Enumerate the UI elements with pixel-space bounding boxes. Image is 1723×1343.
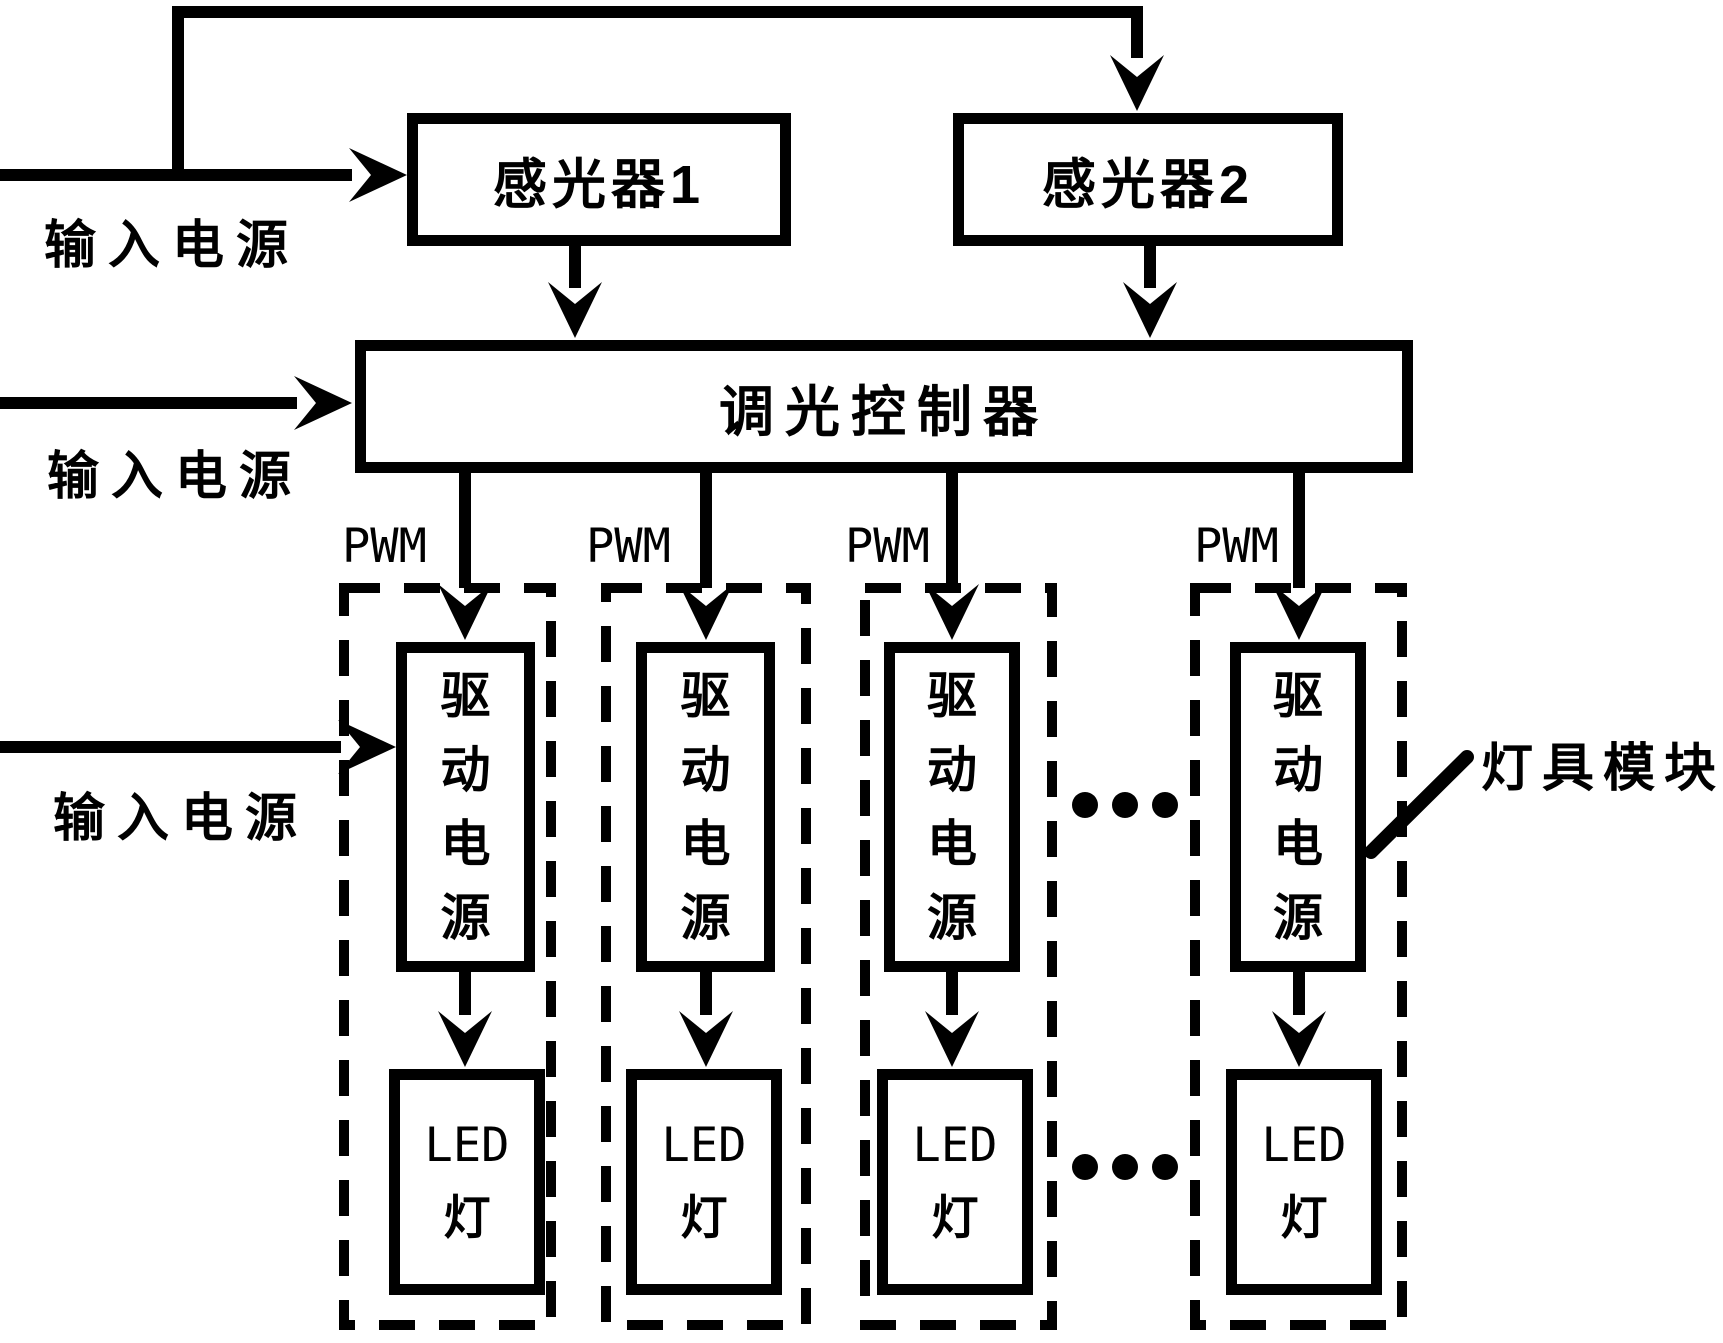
ellipsis-dots-upper — [1072, 792, 1178, 818]
driver-to-led-arrow-2 — [679, 972, 733, 1067]
pwm-label-1: PWM — [342, 519, 427, 574]
driver-to-led-arrow-1 — [438, 972, 492, 1067]
led-text: LED — [661, 1118, 747, 1173]
sensor1-label: 感光器1 — [492, 155, 706, 215]
dimming-controller-label: 调光控制器 — [718, 380, 1049, 443]
input-power-label-1: 输入电源 — [44, 217, 301, 275]
sensor1-to-controller-arrow — [548, 246, 602, 338]
driver-char: 驱 — [927, 668, 977, 724]
pwm-label-2: PWM — [586, 519, 671, 574]
lamp-char: 灯 — [680, 1191, 728, 1244]
led-lamp-box-3: LED 灯 — [877, 1069, 1033, 1295]
driver-char: 电 — [1273, 816, 1323, 872]
input-power-wire-1 — [0, 148, 407, 202]
driver-char: 驱 — [1273, 668, 1323, 724]
lamp-char: 灯 — [931, 1191, 979, 1244]
callout-leader-line — [1364, 750, 1474, 859]
input-power-label-3: 输入电源 — [53, 790, 310, 848]
pwm-label-4: PWM — [1194, 519, 1279, 574]
driver-power-box-3: 驱 动 电 源 — [884, 642, 1020, 972]
led-text: LED — [912, 1118, 998, 1173]
driver-char: 驱 — [680, 668, 731, 724]
driver-char: 源 — [1273, 890, 1323, 946]
led-text: LED — [424, 1118, 510, 1173]
sensor1-box: 感光器1 — [407, 113, 791, 246]
ellipsis-dots-lower — [1072, 1154, 1178, 1180]
pwm-wire-1 — [438, 473, 492, 640]
input-power-label-2: 输入电源 — [47, 448, 304, 506]
driver-to-led-arrow-4 — [1272, 972, 1326, 1067]
driver-char: 动 — [1273, 742, 1323, 798]
pwm-label-3: PWM — [845, 519, 930, 574]
driver-char: 源 — [927, 890, 977, 946]
led-lamp-box-4: LED 灯 — [1226, 1069, 1382, 1295]
driver-char: 电 — [927, 816, 977, 872]
driver-power-box-4: 驱 动 电 源 — [1230, 642, 1366, 972]
sensor2-label: 感光器2 — [1041, 155, 1255, 215]
driver-power-box-2: 驱 动 电 源 — [636, 642, 775, 972]
led-text: LED — [1261, 1118, 1347, 1173]
input-power-wire-2 — [0, 376, 352, 430]
driver-char: 源 — [440, 890, 491, 946]
driver-char: 驱 — [440, 668, 491, 724]
pwm-wire-4 — [1272, 473, 1326, 640]
driver-char: 电 — [440, 816, 491, 872]
lamp-char: 灯 — [1280, 1191, 1328, 1244]
sensor2-to-controller-arrow — [1123, 246, 1177, 338]
driver-char: 动 — [680, 742, 731, 798]
led-lamp-box-2: LED 灯 — [626, 1069, 782, 1295]
driver-char: 电 — [680, 816, 731, 872]
sensor2-box: 感光器2 — [953, 113, 1343, 246]
lamp-char: 灯 — [443, 1191, 491, 1244]
pwm-wire-3 — [925, 473, 979, 640]
driver-char: 动 — [927, 742, 977, 798]
driver-char: 动 — [440, 742, 491, 798]
driver-to-led-arrow-3 — [925, 972, 979, 1067]
driver-char: 源 — [680, 890, 731, 946]
driver-power-box-1: 驱 动 电 源 — [396, 642, 535, 972]
pwm-wire-2 — [679, 473, 733, 640]
lamp-module-callout-label: 灯具模块 — [1481, 740, 1723, 798]
dimming-controller-box: 调光控制器 — [355, 340, 1413, 473]
led-lamp-box-1: LED 灯 — [389, 1069, 545, 1295]
input-power-wire-3 — [0, 720, 396, 774]
